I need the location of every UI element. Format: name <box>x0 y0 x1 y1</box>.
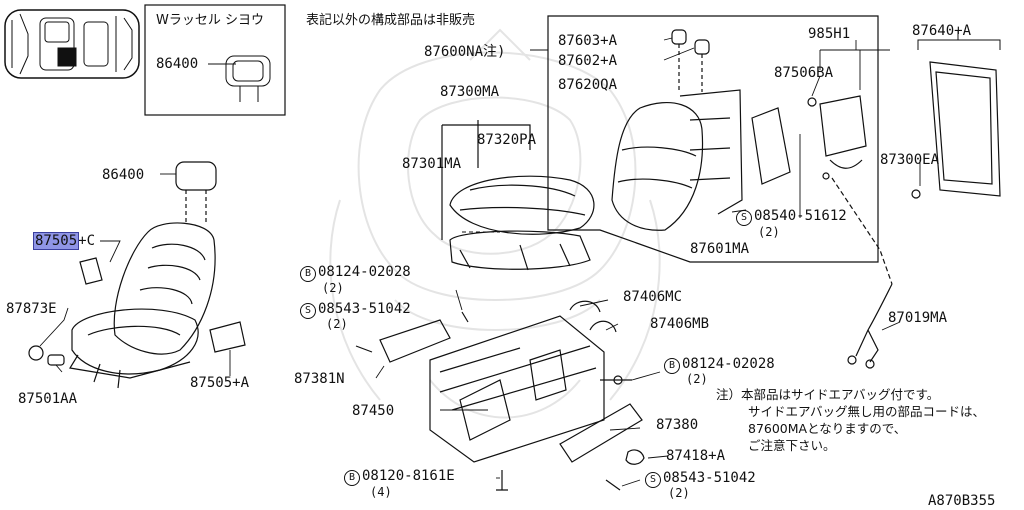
part-number-text: 08540-51612 <box>754 208 847 224</box>
part-label-87600na[interactable]: 87600NA注) <box>424 44 506 60</box>
part-number-text: 08124-02028 <box>682 356 775 372</box>
airbag-harness-drawing <box>831 177 893 369</box>
qty-08120-8161e: (4) <box>370 485 392 499</box>
part-label-87320pa[interactable]: 87320PA <box>477 132 537 148</box>
part-label-87300ma[interactable]: 87300MA <box>440 84 500 100</box>
part-label-87380[interactable]: 87380 <box>656 417 699 433</box>
airbag-note-line-4: ご注意下さい。 <box>748 438 836 453</box>
part-label-87602a[interactable]: 87602+A <box>558 53 618 69</box>
qty-08543-51042-a: (2) <box>326 317 348 331</box>
part-label-87301ma[interactable]: 87301MA <box>402 156 462 172</box>
part-label-87620qa[interactable]: 87620QA <box>558 77 618 93</box>
part-label-86400-inset[interactable]: 86400 <box>156 56 199 72</box>
wlassel-inset <box>144 4 286 116</box>
part-label-87640a[interactable]: 87640+A <box>912 23 972 39</box>
part-label-87019ma[interactable]: 87019MA <box>888 310 948 326</box>
screw-symbol: S <box>645 472 661 488</box>
part-label-87505c[interactable]: 87505+C <box>32 232 96 250</box>
screw-symbol: S <box>300 303 316 319</box>
qty-08124-02028-a: (2) <box>322 281 344 295</box>
part-number-text: 08124-02028 <box>318 264 411 280</box>
part-label-87603a[interactable]: 87603+A <box>558 33 618 49</box>
bolt-symbol: B <box>300 266 316 282</box>
part-number-text: 08543-51042 <box>663 470 756 486</box>
part-label-87406mb[interactable]: 87406MB <box>650 316 710 332</box>
part-label-87406mc[interactable]: 87406MC <box>623 289 683 305</box>
airbag-note-line-2: サイドエアバッグ無し用の部品コードは、 <box>748 404 986 419</box>
part-label-87450[interactable]: 87450 <box>352 403 395 419</box>
part-label-87873e[interactable]: 87873E <box>6 301 57 317</box>
part-label-87300ea[interactable]: 87300EA <box>880 152 940 168</box>
seatback-drawing <box>611 29 867 231</box>
board-bracket <box>917 39 1001 50</box>
seatback-board-drawing <box>911 61 1001 199</box>
part-number-text: 08120-8161E <box>362 468 455 484</box>
qty-08543-51042-b: (2) <box>668 486 690 500</box>
qty-08540-51612: (2) <box>758 225 780 239</box>
part-label-985h1[interactable]: 985H1 <box>808 26 851 42</box>
screw-symbol: S <box>736 210 752 226</box>
qty-08124-02028-b: (2) <box>686 372 708 386</box>
part-label-87505a[interactable]: 87505+A <box>190 375 250 391</box>
highlighted-part-number[interactable]: 87505 <box>32 232 80 250</box>
seat-adjuster-drawing <box>355 300 645 491</box>
bolt-symbol: B <box>344 470 360 486</box>
seat-cushion-drawing <box>441 120 595 271</box>
watermark-emblem <box>329 28 661 419</box>
part-label-87418a[interactable]: 87418+A <box>666 448 726 464</box>
part-label-87381n[interactable]: 87381N <box>294 371 345 387</box>
diagram-code: A870B355 <box>928 493 996 509</box>
airbag-note-line-1: 注）本部品はサイドエアバッグ付です。 <box>716 387 940 402</box>
leader-lines <box>39 37 921 487</box>
header-note: 表記以外の構成部品は非販売 <box>306 13 476 28</box>
airbag-note-line-3: 87600MAとなりますので、 <box>748 421 907 436</box>
bolt-symbol: B <box>664 358 680 374</box>
complete-seat-drawing <box>28 161 246 389</box>
part-label-87506ba[interactable]: 87506BA <box>774 65 834 81</box>
inset-title: Wラッセル シヨウ <box>156 13 264 28</box>
part-label-87501aa[interactable]: 87501AA <box>18 391 78 407</box>
car-position-icon <box>4 9 140 79</box>
part-label-86400[interactable]: 86400 <box>102 167 145 183</box>
part-suffix: +C <box>78 233 96 249</box>
seatback-assembly-box <box>547 15 879 263</box>
part-label-87601ma[interactable]: 87601MA <box>690 241 750 257</box>
part-number-text: 08543-51042 <box>318 301 411 317</box>
